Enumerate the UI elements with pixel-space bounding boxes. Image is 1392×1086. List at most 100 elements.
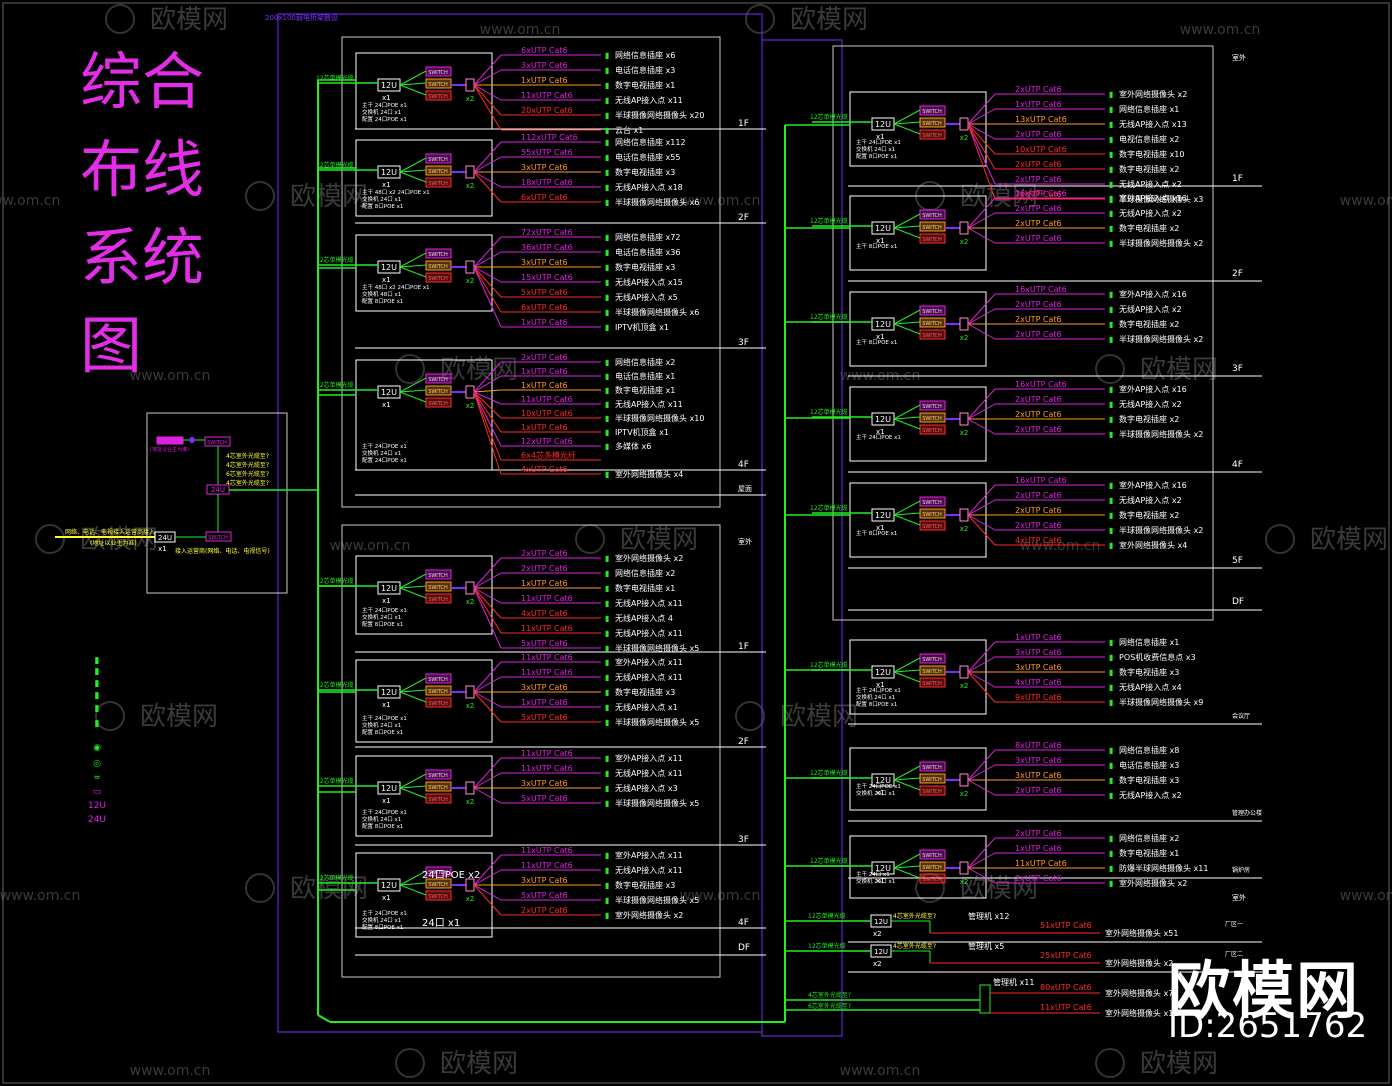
left1-floor-1-cable-fan-1 [473, 156, 502, 173]
right1-floor-1-cable-label-2: 2xUTP Cat6 [1015, 219, 1062, 228]
right1-floor-4-cable-label-4: 4xUTP Cat6 [1015, 536, 1062, 545]
left1-floor-1-cable-fan-3 [473, 171, 502, 188]
title-line-4: 图 [80, 309, 143, 382]
left1-floor-3-switch-2 [425, 397, 452, 408]
right2-floor-1-cable-fan-0 [967, 749, 996, 781]
left1-floor-label-3: 4F [738, 460, 749, 470]
left1-floor-0-switch-box [355, 52, 493, 130]
legend-symbol-4: ▮ [95, 704, 100, 714]
left1-floor-0-note-0: 主干 24口POE x1 [362, 101, 407, 109]
left1-floor-3-rack-label: 12U [381, 388, 397, 397]
left2-floor-2-note-2: 配置 8口POE x1 [362, 823, 403, 830]
legend-symbol-9: ▭ [93, 787, 102, 797]
left1-floor-1-switch-label-1: SWITCH [428, 169, 448, 175]
right1-floor-3-device-label-2: 数字电视插座 x2 [1119, 414, 1179, 424]
right2-floor-1-backbone-label: 12芯单模光缆 [810, 769, 848, 777]
right1-floor-2-cable-label-2: 2xUTP Cat6 [1015, 315, 1062, 324]
left2-floor-1-device-label-3: 无线AP接入点 x1 [615, 702, 678, 712]
right1-floor-1-switch-link-1 [893, 225, 921, 229]
watermark-url-8: www.om.cn [1020, 538, 1101, 554]
left2-floor-0-switch-label-1: SWITCH [428, 585, 448, 591]
right1-floor-1-cable-label-1: 2xUTP Cat6 [1015, 204, 1062, 213]
right1-floor-4-device-icon-0: ▮ [1109, 481, 1113, 490]
right2-floor-2-rack-label: 12U [875, 864, 891, 873]
left2-floor-1-cable-fan-3 [473, 691, 502, 708]
left1-floor-2-device-icon-4: ▮ [605, 293, 609, 302]
left1-floor-2-rack-qty: x1 [382, 276, 391, 284]
right2-floor-2-backbone-label: 12芯单模光缆 [810, 857, 848, 865]
top-tray-label: 200x100弱电桥架敷设 [265, 13, 338, 22]
left1-floor-3-device-icon-2: ▮ [605, 386, 609, 395]
right2-floor-2-cable-fan-1 [967, 852, 996, 869]
right1-floor-0-note-2: 配置 8口POE x1 [856, 153, 897, 160]
right2-floor-2-device-label-2: 防爆半球网络摄像头 x11 [1119, 863, 1208, 873]
right2-floor-0-cable-fan-4 [967, 671, 996, 703]
left1-floor-1-device-icon-4: ▮ [605, 198, 609, 207]
gate1-cable-label: 51xUTP Cat6 [1040, 921, 1092, 930]
left1-floor-2-switch-link-1 [399, 264, 427, 268]
left2-floor-0-rack-qty: x1 [382, 597, 391, 605]
right2-floor-1-patch-qty: x2 [960, 790, 969, 798]
gate3-cable-label-2: 11xUTP Cat6 [1040, 1003, 1092, 1012]
left1-floor-3-cable-fan-5 [473, 391, 502, 433]
watermark-logo-1: 欧模网 [790, 5, 868, 35]
gate2-backbone-label: 12芯单模光缆 [808, 942, 846, 950]
left1-floor-1-cable-label-0: 112xUTP Cat6 [521, 133, 578, 142]
left1-floor-3-cable-label-0: 2xUTP Cat6 [521, 353, 568, 362]
right1-floor-0-device-label-1: 网络信息插座 x1 [1119, 104, 1179, 114]
left1-floor-0-switch-label-2: SWITCH [428, 94, 448, 100]
right2-floor-1-rack-label: 12U [875, 776, 891, 785]
left2-floor-0-device-label-1: 网络信息插座 x2 [615, 568, 675, 578]
right1-floor-0-cable-label-1: 1xUTP Cat6 [1015, 100, 1062, 109]
right2-floor-0-backbone-label: 12芯单模光缆 [810, 661, 848, 669]
right1-floor-3-patch-qty: x2 [960, 429, 969, 437]
left1-floor-0-rack-label: 12U [381, 81, 397, 90]
left1-floor-3-backbone-label: 12芯单模光缆 [316, 381, 354, 389]
right1-floor-0-cable-label-0: 2xUTP Cat6 [1015, 85, 1062, 94]
right1-floor-4-device-label-4: 室外网络摄像头 x4 [1119, 540, 1187, 550]
right1-floor-0-device-label-4: 数字电视插座 x10 [1119, 149, 1184, 159]
right1-floor-label-2: 3F [1232, 364, 1243, 374]
left-group2-frame [341, 524, 721, 978]
right1-floor-1-device-label-1: 无线AP接入点 x2 [1119, 208, 1182, 218]
right2-floor-0-device-icon-2: ▮ [1109, 668, 1113, 677]
left2-floor-2-note-1: 交换机 24口 x1 [362, 815, 401, 823]
left1-floor-2-switch-label-1: SWITCH [428, 264, 448, 270]
right2-floor-1-switch-label-0: SWITCH [922, 765, 942, 771]
left1-floor-2-cable-label-4: 5xUTP Cat6 [521, 288, 568, 297]
right1-floor-3-device-label-1: 无线AP接入点 x2 [1119, 399, 1182, 409]
right1-floor-label-0: 1F [1232, 174, 1243, 184]
left1-floor-2-patch-qty: x2 [466, 277, 475, 285]
right1-floor-2-switch-label-2: SWITCH [922, 333, 942, 339]
left1-floor-3-device-label-6: 多媒体 x6 [615, 441, 651, 451]
right1-floor-label-1: 2F [1232, 269, 1243, 279]
left2-floor-3-rack-label: 12U [381, 881, 397, 890]
left1-floor-2-cable-label-2: 3xUTP Cat6 [521, 258, 568, 267]
left1-floor-3-cable-label-2: 1xUTP Cat6 [521, 381, 568, 390]
left1-floor-label-0: 1F [738, 119, 749, 129]
right2-floor-2-switch-label-2: SWITCH [922, 877, 942, 883]
left2-floor-0-switch-label-2: SWITCH [428, 597, 448, 603]
left2-floor-2-cable-fan-1 [473, 772, 502, 789]
left2-floor-1-device-icon-1: ▮ [605, 673, 609, 682]
left1-floor-3-switch-link-2 [399, 391, 427, 403]
right1-floor-3-backbone-label: 12芯单模光缆 [810, 408, 848, 416]
right2-floor-2-cable-fan-3 [967, 867, 996, 884]
right1-floor-1-patch-qty: x2 [960, 238, 969, 246]
right1-floor-0-device-label-2: 无线AP接入点 x13 [1119, 119, 1187, 129]
left2-floor-3-switch-label-1: SWITCH [428, 882, 448, 888]
right2-floor-2-cable-label-0: 2xUTP Cat6 [1015, 829, 1062, 838]
left1-floor-1-backbone-label: 12芯单模光缆 [316, 161, 354, 169]
right1-floor-1-switch-link-2 [893, 227, 921, 239]
left2-floor-3-switch-link-1 [399, 882, 427, 886]
left2-floor-3-device-label-4: 室外网络摄像头 x2 [615, 910, 683, 920]
left2-floor-3-note-1: 交换机 24口 x1 [362, 916, 401, 924]
right1-floor-4-device-label-3: 半球摄像网络摄像头 x2 [1119, 525, 1203, 535]
left1-floor-3-cable-label-5: 1xUTP Cat6 [521, 423, 568, 432]
left2-floor-2-device-icon-2: ▮ [605, 784, 609, 793]
left1-floor-1-cable-fan-4 [473, 171, 502, 203]
left2-floor-0-device-label-0: 室外网络摄像头 x2 [615, 553, 683, 563]
